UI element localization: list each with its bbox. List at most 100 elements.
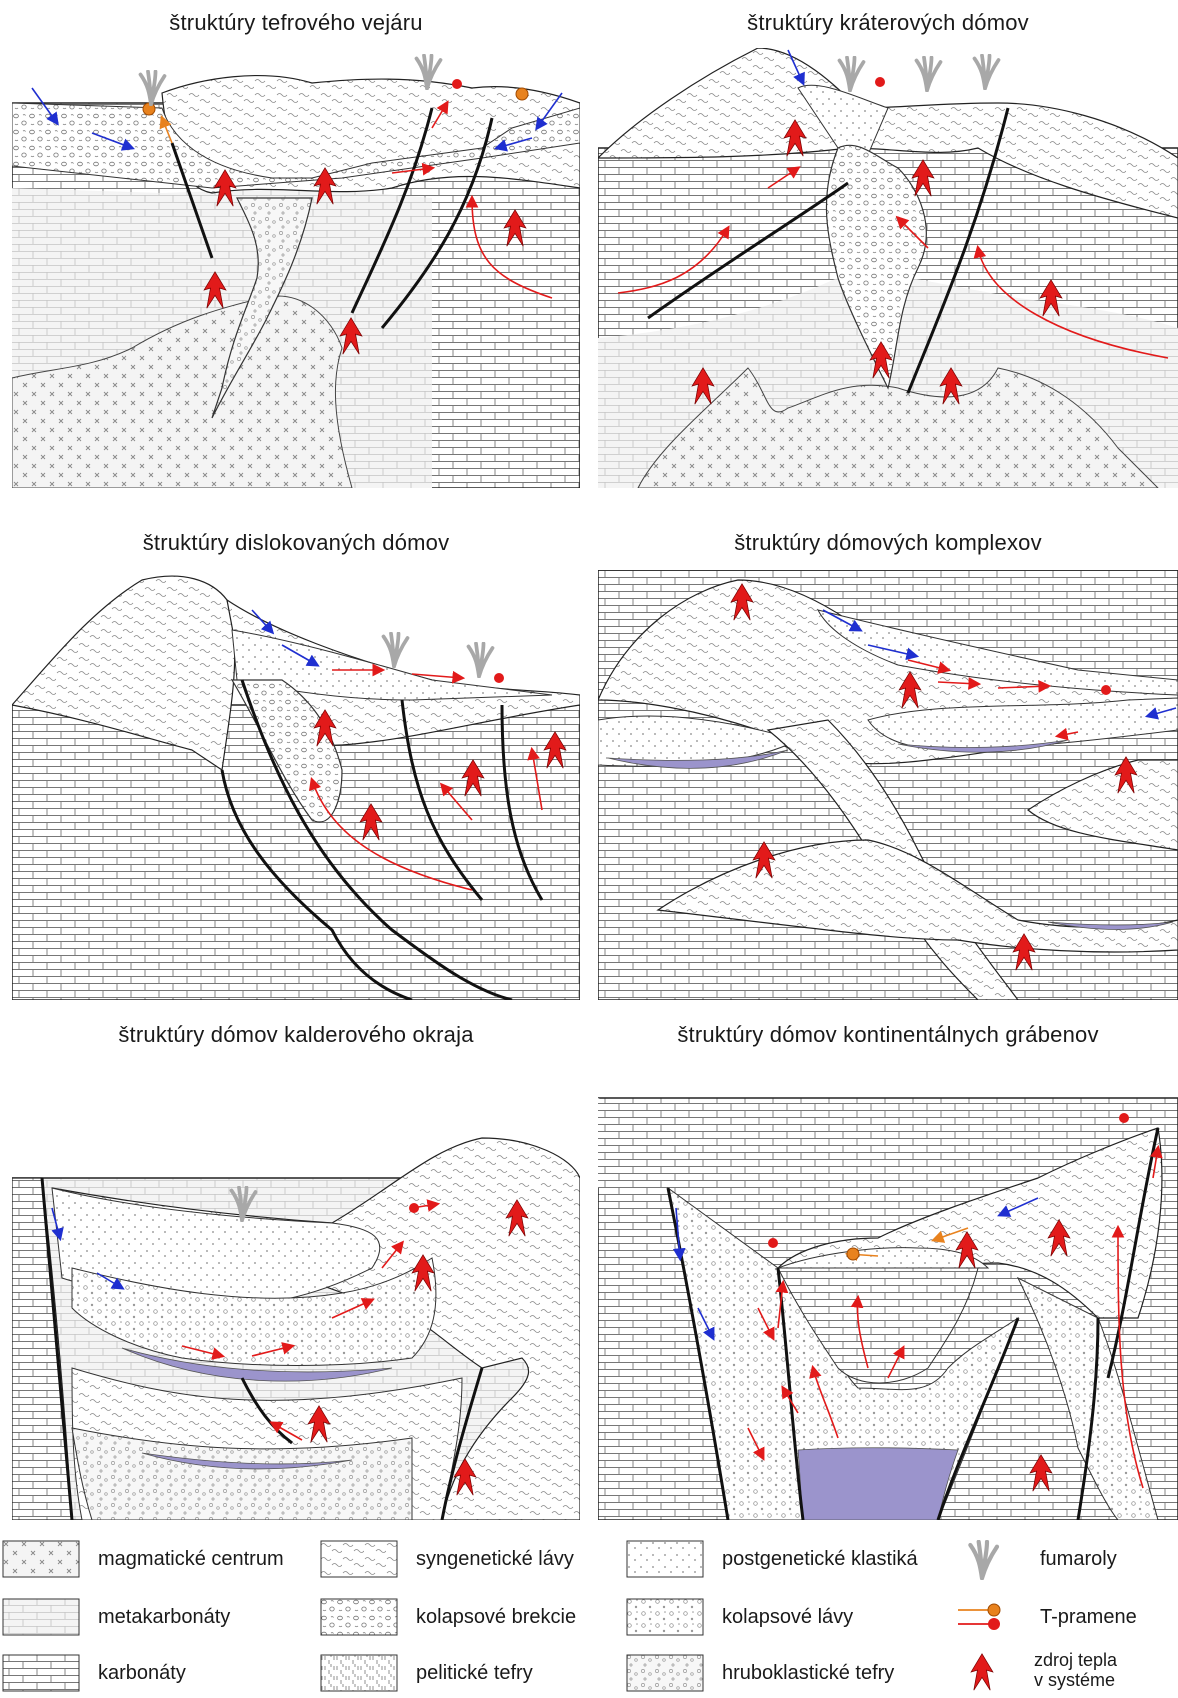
- legend-item-coarse-tephra: hruboklastické tefry: [626, 1654, 946, 1698]
- fault-line: [380, 117, 494, 329]
- cold-water-arrow: [281, 644, 320, 667]
- legend-label: T-pramene: [1040, 1606, 1137, 1628]
- fault-line: [440, 1367, 484, 1520]
- legend-label: pelitické tefry: [416, 1662, 533, 1684]
- panel-title: štruktúry dislokovaných dómov: [142, 530, 450, 555]
- collapse-lava: [71, 1257, 437, 1366]
- legend-label: zdroj tepla v systéme: [1034, 1650, 1117, 1690]
- heat-flow-arrow: [439, 782, 473, 821]
- spring-flow-arrow: [159, 115, 173, 144]
- postgenetic-clastics: [817, 609, 1178, 696]
- carbonate-block: [777, 1267, 979, 1384]
- heat-flow-arrow: [850, 1294, 869, 1369]
- spring-icon: [768, 1238, 778, 1248]
- fault-line: [936, 1317, 1020, 1520]
- spring-icon: [494, 673, 504, 683]
- legend-item-carbonates: karbonáty: [2, 1654, 302, 1698]
- fault-line: [400, 699, 484, 901]
- legend-label: hruboklastické tefry: [722, 1662, 895, 1684]
- panel-title: štruktúry dómov kalderového okraja: [118, 1022, 474, 1047]
- spring-icon: [515, 87, 529, 101]
- feeder-dyke: [211, 197, 313, 419]
- cold-water-arrow: [822, 609, 863, 632]
- fault-line: [220, 769, 413, 1000]
- heat-flow-arrow: [887, 1345, 905, 1379]
- spring-icon: [452, 79, 462, 89]
- legend-item-metacarbonates: metakarbonáty: [2, 1598, 302, 1642]
- cold-water-arrow: [96, 1272, 125, 1290]
- heat-flow-arrow: [809, 1364, 839, 1439]
- heat-flow-arrow: [251, 1342, 296, 1357]
- spring-icon: [958, 1603, 1001, 1630]
- legend-label: fumaroly: [1040, 1548, 1117, 1570]
- fumarole-icon: [952, 1538, 1012, 1582]
- collapse-lava: [1016, 1276, 1159, 1520]
- fault-line: [1106, 1127, 1160, 1379]
- fault-line: [500, 704, 544, 901]
- legend-label: karbonáty: [98, 1662, 186, 1684]
- legend-item-collapse-breccia: kolapsové brekcie: [320, 1598, 600, 1642]
- spring-icon: [142, 102, 156, 116]
- panel-title: štruktúry kráterových dómov: [747, 10, 1029, 35]
- water-lens: [797, 1447, 959, 1520]
- syngenetic-lava: [776, 1127, 1163, 1319]
- legend-item-collapse-lava: kolapsové lávy: [626, 1598, 946, 1642]
- cold-water-arrow: [787, 49, 805, 86]
- spring-icon: [1101, 685, 1111, 695]
- fumarole-icon: [914, 56, 943, 92]
- panel-diagram: [598, 1097, 1178, 1520]
- heat-flow-arrow: [381, 1240, 404, 1269]
- heat-flow-arrow: [431, 100, 449, 129]
- cold-water-arrow: [91, 132, 135, 151]
- panel-diagram: [12, 575, 580, 1000]
- heat-flow-arrow: [411, 670, 466, 684]
- heat-flow-arrow: [331, 1298, 375, 1319]
- heat-flow-arrow: [391, 162, 436, 176]
- cold-water-arrow: [535, 92, 563, 131]
- cold-water-arrow: [697, 1307, 715, 1341]
- legend-label: metakarbonáty: [98, 1606, 231, 1628]
- cold-water-arrow: [51, 1207, 64, 1242]
- heat-flow-arrow: [617, 225, 730, 294]
- heat-flow-arrow: [465, 194, 553, 299]
- fumarole-icon: [837, 56, 866, 92]
- panel-crater-domes: štruktúry kráterových dómov: [598, 0, 1178, 490]
- panel-tephra-fan: štruktúry tefrového vejáru: [12, 0, 580, 490]
- legend-item-syngenetic-lava: syngenetické lávy: [320, 1540, 600, 1584]
- fault-line: [906, 107, 1010, 394]
- heat-flow-arrow: [775, 1279, 789, 1329]
- fault-line: [350, 107, 434, 314]
- fumarole-icon: [381, 632, 410, 668]
- water-lens: [607, 749, 789, 769]
- coarse-tephra: [71, 1427, 413, 1520]
- legend-label: postgenetické klastiká: [722, 1548, 918, 1570]
- fumarole-icon: [466, 642, 495, 678]
- heat-flow-arrow: [973, 244, 1169, 359]
- fault-line: [1076, 1317, 1100, 1520]
- panel-title: štruktúry tefrového vejáru: [169, 10, 423, 35]
- heat-flow-arrow: [269, 1421, 303, 1441]
- heat-flow-arrow: [1111, 1224, 1144, 1489]
- collapse-breccia: [825, 144, 927, 390]
- cold-water-arrow: [493, 137, 533, 152]
- panel-diagram: [12, 54, 580, 488]
- panel-graben-domes: štruktúry dómov kontinentálnych grábenov: [598, 1020, 1178, 1520]
- legend-item-magmatic: magmatické centrum: [2, 1540, 302, 1584]
- spring-icon: [409, 1203, 419, 1213]
- syngenetic-lava: [1026, 759, 1178, 851]
- fault-line: [170, 142, 214, 259]
- legend: magmatické centrum metakarbonáty karboná…: [0, 1538, 1178, 1694]
- panel-title: štruktúry dómov kontinentálnych grábenov: [677, 1022, 1099, 1047]
- panel-dome-complexes: štruktúry dómových komplexov: [598, 520, 1178, 1000]
- legend-item-postgenetic-clastics: postgenetické klastiká: [626, 1540, 946, 1584]
- carbonate-layer: [598, 1098, 668, 1188]
- panel-dislocated-domes: štruktúry dislokovaných dómov: [12, 520, 580, 1000]
- heat-flow-arrow: [781, 1385, 799, 1414]
- panel-caldera-rim-domes: štruktúry dómov kalderového okraja: [12, 1020, 580, 1520]
- panel-diagram: [598, 570, 1178, 1000]
- fumarole-icon: [138, 70, 167, 106]
- cold-water-arrow: [31, 87, 59, 126]
- legend-item-fumaroles: fumaroly: [952, 1538, 1172, 1582]
- legend-label: kolapsové brekcie: [416, 1606, 577, 1628]
- heat-flow-arrow: [895, 215, 929, 249]
